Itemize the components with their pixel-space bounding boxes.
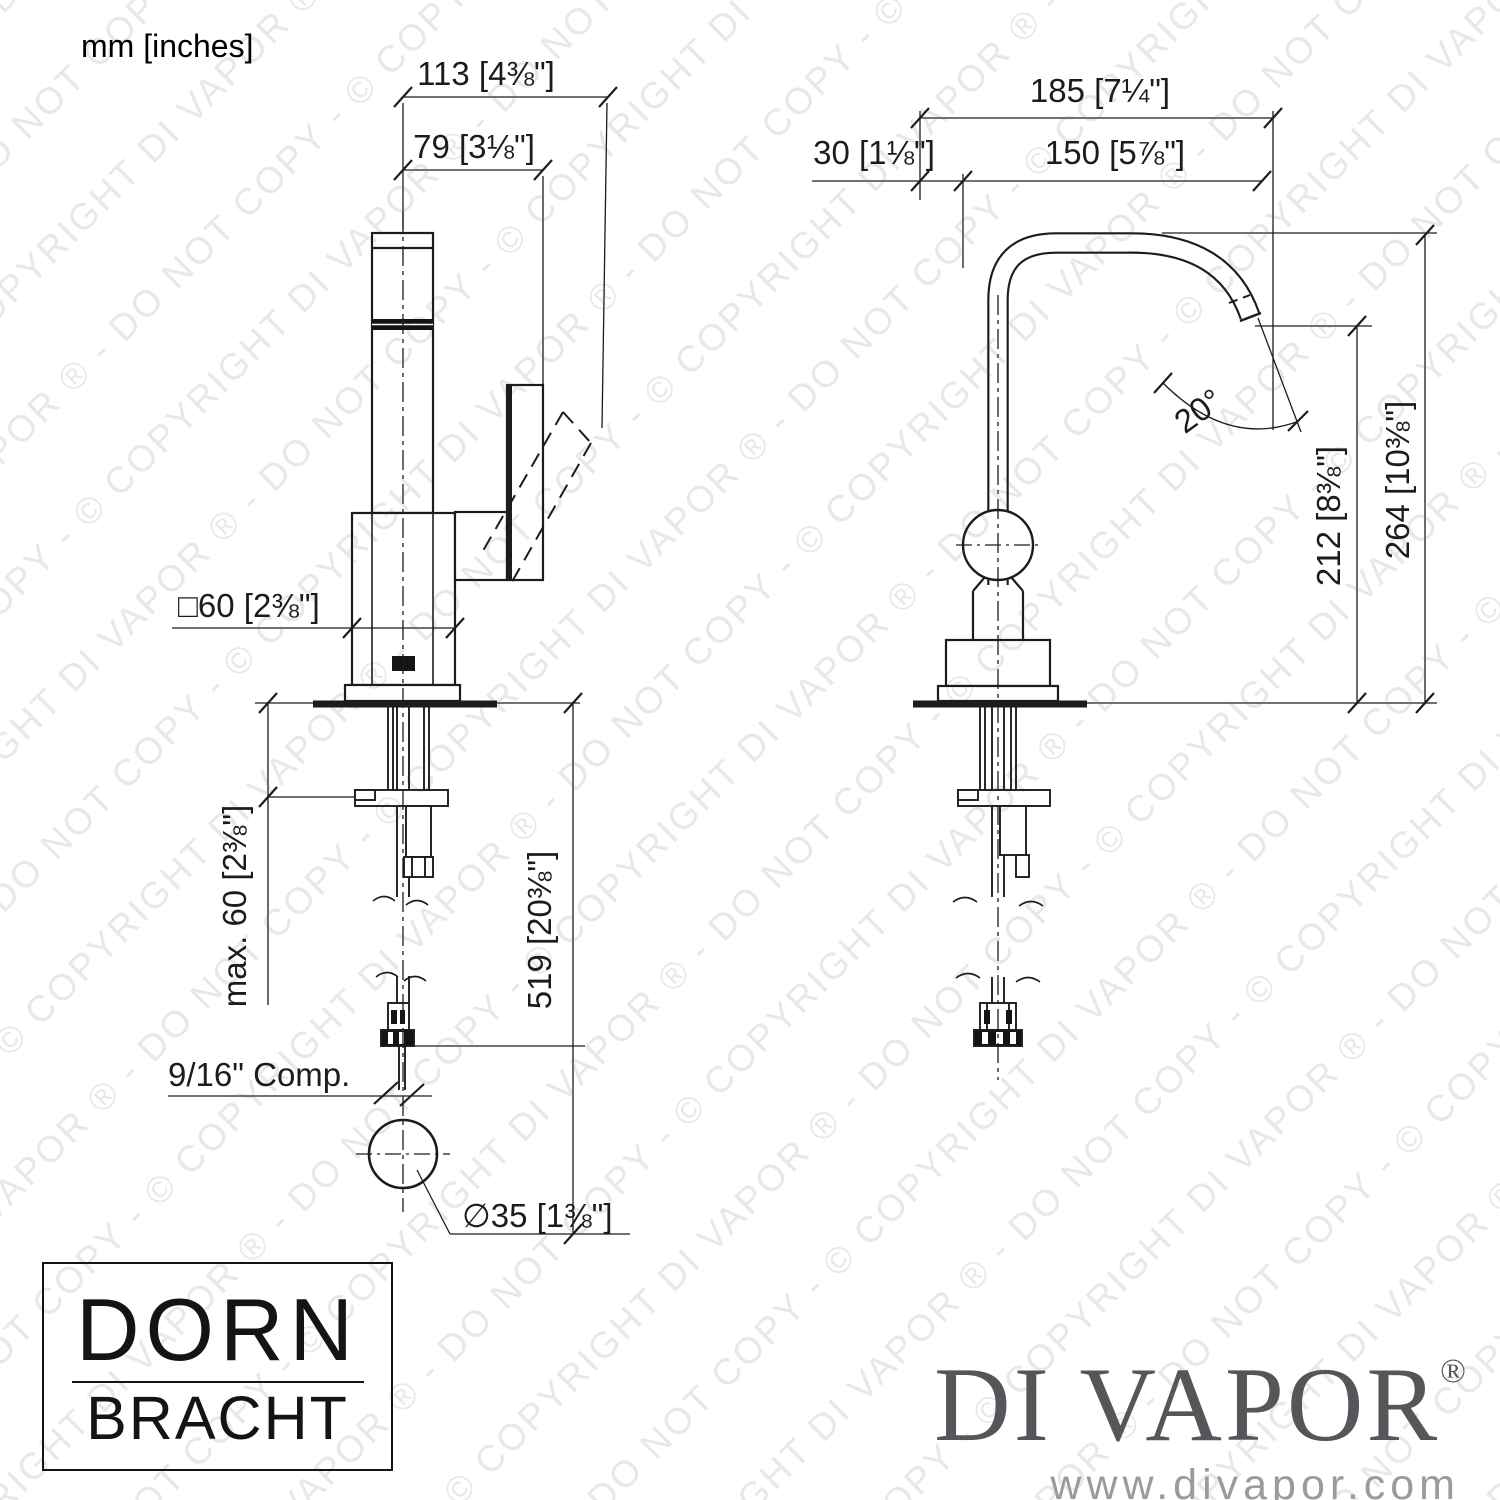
dim-264-label: 264 [10⅜"]: [1379, 401, 1416, 560]
front-spout-inner: [989, 234, 1259, 585]
dim-60sq-label: □60 [2⅜"]: [178, 587, 320, 624]
dim-150-label: 150 [5⅞"]: [1045, 134, 1185, 171]
dim-113-label: 113 [4⅜"]: [417, 55, 555, 92]
side-handle-lever: [505, 383, 545, 582]
dornbracht-logo: DORN BRACHT: [42, 1262, 393, 1471]
divapor-url: www.divapor.com: [1050, 1461, 1460, 1500]
divapor-logo: DI VAPOR® www.divapor.com: [934, 1318, 1466, 1500]
dim-20deg-label: 20°: [1167, 381, 1229, 440]
front-underdeck-assembly: [952, 707, 1051, 1047]
dim-185-label: 185 [7¼"]: [1030, 72, 1170, 109]
dim-angle-arc: 212 [8⅜"]: [1310, 446, 1347, 586]
dim-519-label: 519 [20⅜"]: [521, 851, 558, 1010]
dim-comp-label: 9/16" Comp.: [168, 1056, 350, 1093]
dim-79-label: 79 [3⅛"]: [413, 128, 535, 165]
side-handle-rotated-outline: [479, 411, 592, 588]
dornbracht-logo-rule: [71, 1381, 364, 1383]
side-view-dimensions: [168, 86, 630, 1245]
divapor-logo-name: DI VAPOR®: [934, 1318, 1466, 1459]
units-note: mm [inches]: [81, 28, 254, 64]
side-underdeck-assembly: [354, 707, 449, 1090]
dim-35-label: ∅35 [1⅜"]: [462, 1197, 613, 1234]
registered-trademark-icon: ®: [1440, 1353, 1466, 1390]
dim-max60-label: max. 60 [2⅜"]: [216, 805, 253, 1007]
side-view: [255, 231, 592, 1190]
dornbracht-logo-line1: DORN: [75, 1280, 360, 1379]
dim-30-label: 30 [1⅛"]: [813, 134, 935, 171]
front-view-dimensions: [812, 107, 1437, 1080]
divapor-logo-text: DI VAPOR: [934, 1346, 1441, 1463]
dornbracht-logo-line2: BRACHT: [86, 1384, 349, 1452]
front-view: [913, 232, 1437, 1047]
